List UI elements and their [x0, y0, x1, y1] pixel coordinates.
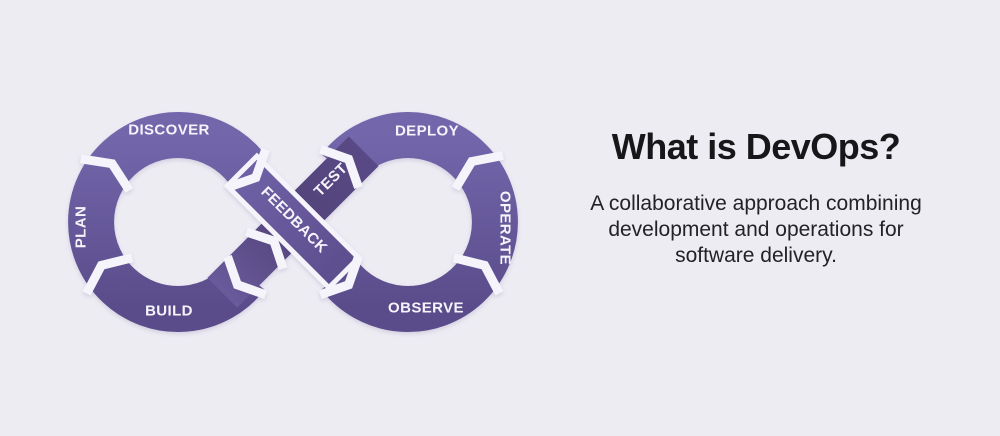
arrow-gap-test-build: [223, 255, 268, 299]
arrow-gap-plan-build: [82, 253, 134, 296]
devops-infinity-diagram: DISCOVER PLAN BUILD FEEDBACK TEST DEPLOY…: [68, 112, 518, 332]
loop-label-deploy: DEPLOY: [395, 123, 459, 140]
loop-label-plan: PLAN: [73, 206, 90, 248]
description-line-1: A collaborative approach combining: [590, 192, 922, 216]
loop-label-observe: OBSERVE: [388, 300, 464, 317]
right-loop-ring: [321, 112, 518, 332]
left-loop-ring: [68, 112, 265, 332]
description-line-2: development and operations for: [608, 218, 904, 241]
arrow-gap-test-lower: [244, 227, 288, 271]
arrow-gap-discover-plan: [80, 154, 134, 193]
arrow-gap-discover-feedback: [226, 147, 270, 192]
loop-label-operate: OPERATE: [497, 191, 514, 265]
description-line-3: software delivery.: [675, 243, 837, 267]
arrow-gap-test-deploy: [318, 145, 363, 189]
loop-label-build: BUILD: [145, 303, 193, 320]
arrow-gap-feedback-observe: [318, 255, 363, 299]
arrow-gap-deploy-operate: [451, 151, 504, 192]
info-panel: What is DevOps? A collaborative approach…: [550, 126, 962, 268]
page-description: A collaborative approach combining devel…: [550, 191, 962, 268]
loop-label-discover: DISCOVER: [128, 122, 210, 139]
page-title: What is DevOps?: [611, 126, 901, 167]
arrow-gap-operate-observe: [452, 253, 504, 296]
